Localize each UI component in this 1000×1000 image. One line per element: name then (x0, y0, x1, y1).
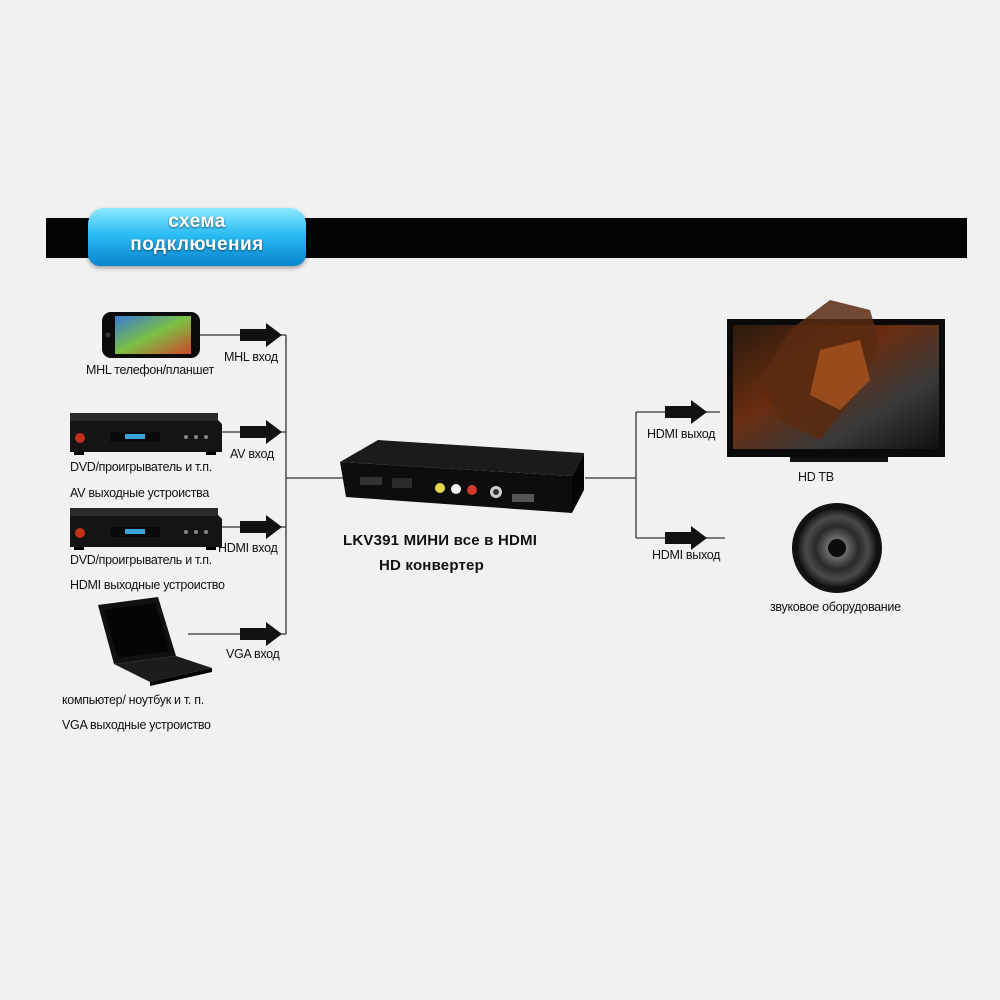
av-port-label: AV вход (230, 447, 274, 461)
arrow-right-icon (240, 622, 282, 646)
header-title-line2: подключения (130, 234, 264, 255)
header-title: схема подключения (88, 210, 306, 256)
tv-device-label: HD TB (798, 470, 834, 484)
speaker-icon (792, 503, 882, 593)
converter-title-line1: LKV391 МИНИ все в HDMI (343, 532, 538, 549)
hdmi-device-label: DVD/проигрыватель и т.п. (70, 553, 212, 567)
dvd-player-icon (70, 413, 222, 455)
arrow-right-icon (240, 515, 282, 539)
vga-device-label-2: VGA выходные устроиство (62, 718, 211, 732)
dvd-player-icon (70, 508, 222, 550)
header-tab (88, 208, 306, 266)
av-device-label: DVD/проигрыватель и т.п. (70, 460, 212, 474)
av-device-label-2: AV выходные устроиства (70, 486, 210, 500)
vga-port-label: VGA вход (226, 647, 280, 661)
arrow-right-icon (665, 400, 707, 424)
converter-box-icon (340, 440, 584, 513)
speaker-device-label: звуковое оборудование (770, 600, 901, 614)
tv-port-label: HDMI выход (647, 427, 716, 441)
arrow-right-icon (240, 420, 282, 444)
vga-device-label: компьютер/ ноутбук и т. п. (62, 693, 204, 707)
laptop-icon (98, 597, 212, 686)
mhl-device-label: MHL телефон/планшет (86, 363, 214, 377)
speaker-port-label: HDMI выход (652, 548, 721, 562)
header-title-line1: схема (168, 211, 226, 232)
phone-icon (102, 312, 200, 358)
mhl-port-label: MHL вход (224, 350, 278, 364)
hdmi-device-label-2: HDMI выходные устроиство (70, 578, 225, 592)
converter-title-line2: HD конвертер (379, 557, 484, 574)
hdmi-port-label: HDMI вход (218, 541, 278, 555)
arrow-right-icon (665, 526, 707, 550)
arrow-right-icon (240, 323, 282, 347)
tv-icon (727, 300, 945, 462)
